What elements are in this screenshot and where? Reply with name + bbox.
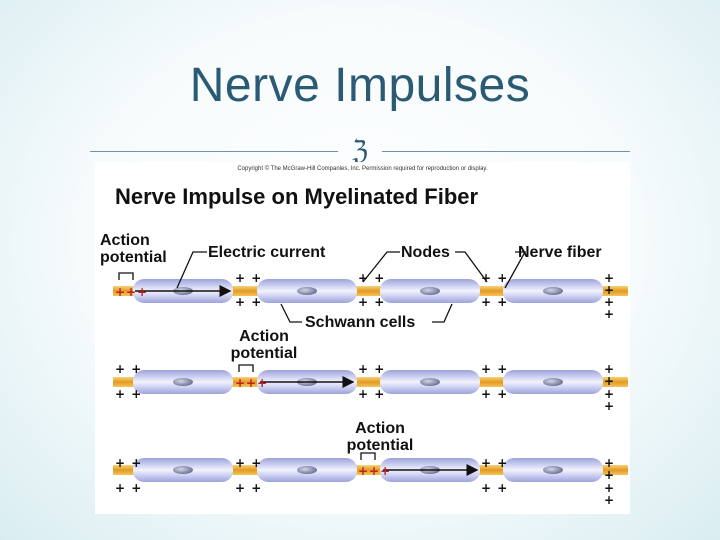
action-potential-bracket-1 (118, 272, 134, 280)
schwann-nucleus (297, 287, 317, 295)
title-divider-left (90, 151, 338, 152)
charge-marker: + + (115, 481, 143, 495)
axon-row-3 (113, 465, 628, 475)
copyright-notice: Copyright © The McGraw-Hill Companies, I… (237, 166, 488, 172)
fancy-z-ornament-icon: ℨ (351, 136, 369, 166)
nodes-leader-2 (455, 251, 488, 283)
action-potential-label-3: Action potential (346, 420, 414, 454)
charge-marker: + + (115, 387, 143, 401)
schwann-nucleus (543, 287, 563, 295)
schwann-nucleus (173, 378, 193, 386)
electric-current-label: Electric current (208, 244, 326, 261)
charge-marker: + + (481, 387, 509, 401)
charge-marker: + + (481, 456, 509, 470)
charge-marker: + + (604, 456, 616, 482)
charge-marker: + + (604, 271, 616, 297)
myelinated-fiber-diagram (113, 251, 628, 482)
charge-marker: + + (604, 387, 616, 413)
schwann-nucleus (173, 466, 193, 474)
charge-marker: + + (481, 362, 509, 376)
charge-marker: + + (358, 295, 386, 309)
action-potential-bracket-2 (238, 364, 254, 372)
charge-marker: + + (604, 362, 616, 388)
charge-marker: + + (481, 271, 509, 285)
action-potential-bracket-3 (360, 452, 376, 460)
axon-row-2 (113, 377, 628, 387)
charge-marker: + + (235, 456, 263, 470)
action-potential-label-1: Action potential (100, 232, 167, 266)
charge-marker-active: +++ (115, 285, 149, 299)
schwann-cells-label: Schwann cells (305, 314, 416, 331)
charge-marker: + + (115, 362, 143, 376)
electric-current-leader (176, 251, 207, 289)
charge-marker: + + (358, 362, 386, 376)
charge-marker: + + (481, 295, 509, 309)
action-potential-label-2: Action potential (230, 328, 298, 362)
charge-marker-active: +++ (235, 376, 269, 390)
slide-title: Nerve Impulses (189, 59, 531, 112)
schwann-cells-leader-2 (432, 303, 453, 323)
schwann-cells-leader-1 (280, 303, 302, 323)
fiber-row-1 (113, 279, 628, 303)
title-divider-right (382, 151, 630, 152)
schwann-nucleus (543, 378, 563, 386)
charge-marker: + + (358, 387, 386, 401)
schwann-nucleus (297, 466, 317, 474)
figure-title: Nerve Impulse on Myelinated Fiber (115, 184, 479, 209)
axon-row-1 (113, 286, 628, 296)
schwann-nucleus (420, 287, 440, 295)
charge-marker-active: +++ (358, 464, 392, 478)
nerve-fiber-label: Nerve fiber (518, 244, 602, 261)
nerve-fiber-leader (504, 251, 527, 289)
charge-marker: + + (235, 271, 263, 285)
fiber-row-2 (113, 370, 628, 394)
charge-marker: + + (115, 456, 143, 470)
label-leader-lines (118, 251, 527, 460)
charge-marker: + + (235, 295, 263, 309)
charge-marker: + + (604, 481, 616, 507)
charge-marker: + + (358, 271, 386, 285)
charge-marker: + + (604, 295, 616, 321)
nerve-impulse-figure: Copyright © The McGraw-Hill Companies, I… (95, 162, 630, 514)
schwann-nucleus (420, 378, 440, 386)
nodes-leader-1 (362, 251, 400, 283)
charge-marker: + + (481, 481, 509, 495)
schwann-nucleus (543, 466, 563, 474)
nodes-label: Nodes (401, 244, 450, 261)
charge-marker: + + (235, 481, 263, 495)
fiber-row-3 (113, 458, 628, 482)
